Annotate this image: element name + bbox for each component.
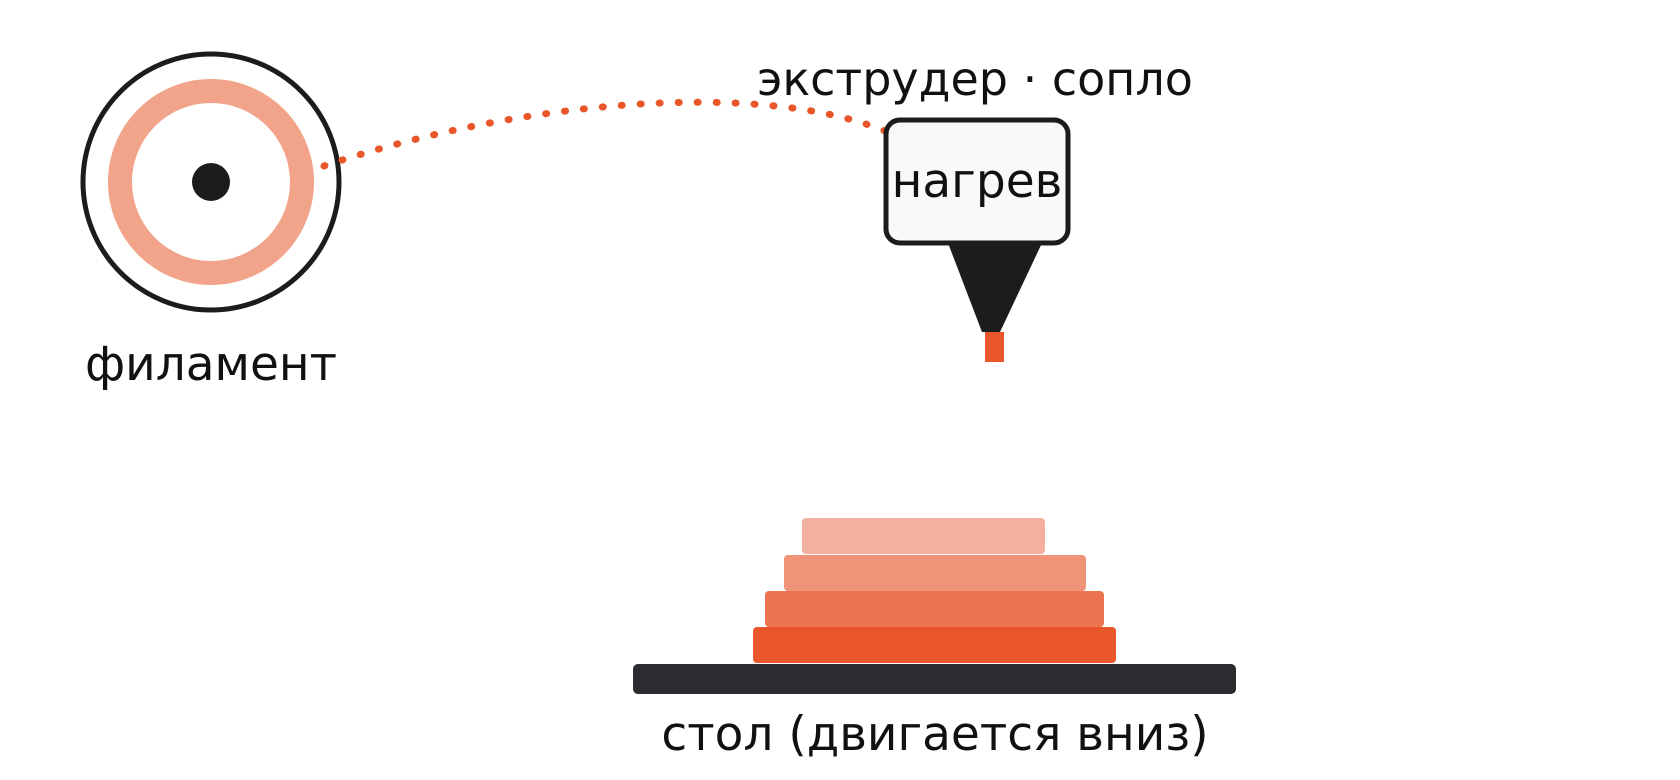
nozzle-icon — [948, 243, 1042, 362]
heater-label: нагрев — [892, 154, 1063, 209]
nozzle-cone — [948, 243, 1042, 332]
filament-spool-icon — [80, 51, 342, 313]
printed-layer-3 — [784, 555, 1086, 591]
printed-layer-2 — [765, 591, 1104, 627]
bed-label: стол (двигается вниз) — [661, 707, 1208, 762]
spool-hub — [192, 163, 230, 201]
extruder-label: экструдер · сопло — [757, 52, 1193, 106]
spool-label: филамент — [85, 337, 337, 392]
build-plate — [633, 664, 1236, 694]
printed-layer-4 — [802, 518, 1045, 554]
spool-filament-ring — [108, 79, 314, 285]
spool-outer-rim — [80, 51, 342, 313]
filament-path — [320, 98, 889, 170]
nozzle-tip-melt — [985, 332, 1004, 362]
printed-layer-1 — [753, 627, 1116, 663]
printed-object — [753, 518, 1116, 663]
